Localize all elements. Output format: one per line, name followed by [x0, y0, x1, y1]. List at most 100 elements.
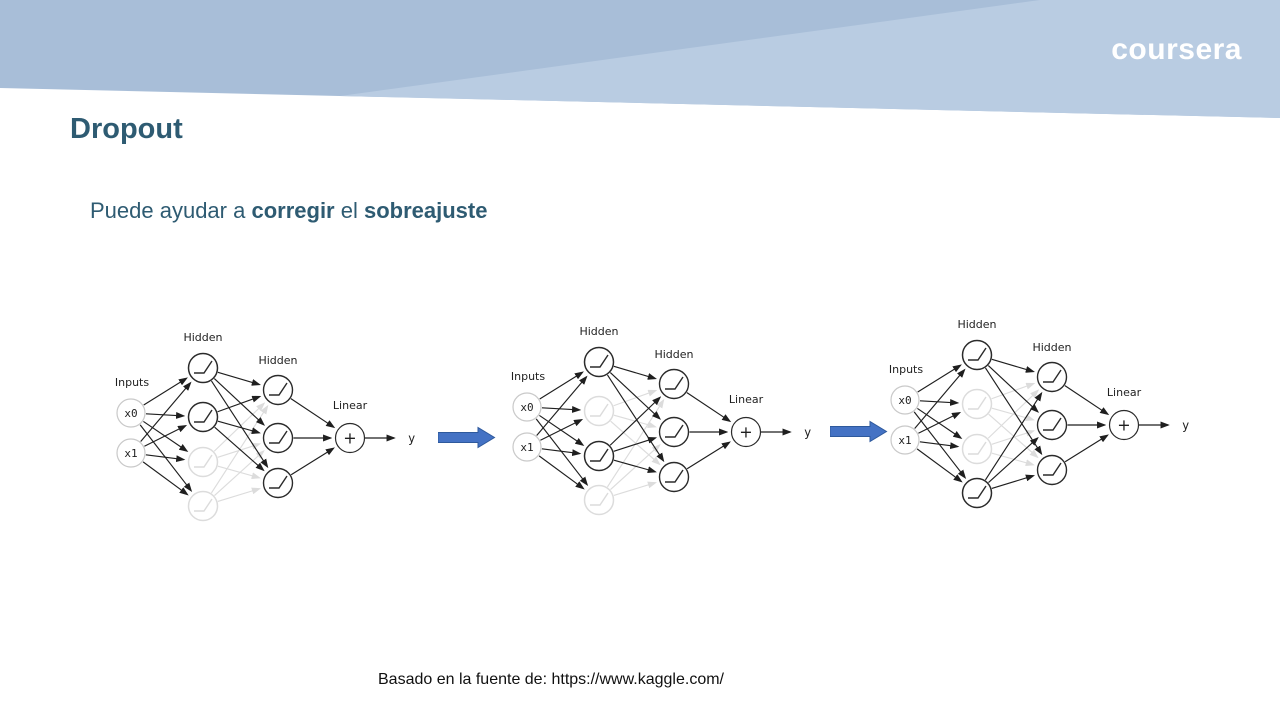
- input-node-label: x0: [898, 394, 911, 407]
- relu-icon: [1043, 417, 1062, 431]
- step-arrow-2-icon: [830, 420, 888, 443]
- connection-edge: [606, 398, 665, 488]
- y-label: y: [408, 432, 415, 446]
- hidden-layer2-label: Hidden: [1032, 341, 1071, 354]
- connection-edge: [290, 447, 335, 476]
- plus-icon: +: [343, 429, 356, 448]
- hidden-layer1-label: Hidden: [957, 318, 996, 331]
- header-band-highlight: [340, 0, 1280, 118]
- relu-icon: [194, 409, 213, 423]
- relu-icon: [968, 347, 987, 361]
- subtitle-part2: el: [334, 198, 364, 223]
- input-node: [890, 385, 920, 415]
- connection-edge: [991, 452, 1035, 467]
- relu-icon: [590, 448, 609, 462]
- connection-edge: [613, 389, 658, 407]
- hidden-node-dropped: [961, 433, 993, 465]
- subtitle: Puede ayudar a corregir el sobreajuste: [90, 198, 487, 224]
- hidden-node-dropped: [583, 395, 615, 427]
- connection-edge: [539, 371, 584, 400]
- connection-edge: [686, 441, 731, 470]
- linear-layer-label: Linear: [333, 399, 368, 412]
- input-node: [116, 438, 146, 468]
- connection-edge: [214, 426, 265, 472]
- connection-edge: [145, 454, 186, 463]
- input-node-label: x0: [124, 407, 137, 420]
- hidden-node: [583, 346, 615, 378]
- connection-edge: [991, 474, 1036, 490]
- hidden-layer2-label: Hidden: [654, 348, 693, 361]
- linear-layer-label: Linear: [1107, 386, 1142, 399]
- connection-edge: [217, 465, 261, 480]
- hidden-node: [1036, 454, 1068, 486]
- connection-edge: [988, 436, 1039, 484]
- connection-edge: [142, 461, 189, 496]
- relu-icon: [269, 382, 288, 396]
- input-node: [890, 425, 920, 455]
- connection-edge: [1064, 385, 1110, 416]
- connection-edge: [919, 399, 960, 406]
- subtitle-bold-sobreajuste: sobreajuste: [363, 198, 488, 223]
- connection-edge: [613, 481, 658, 497]
- relu-icon: [590, 403, 609, 417]
- relu-icon: [269, 430, 288, 444]
- step-arrow-1-icon: [438, 426, 496, 449]
- relu-icon: [590, 354, 609, 368]
- connection-edge: [541, 448, 582, 457]
- hidden-layer1-label: Hidden: [579, 325, 618, 338]
- connection-edge: [210, 380, 269, 469]
- connection-edge: [918, 411, 962, 434]
- hidden-node: [187, 401, 219, 433]
- connection-edge: [914, 368, 966, 429]
- connection-edge: [536, 375, 588, 436]
- relu-icon: [968, 485, 987, 499]
- connection-edge: [214, 449, 265, 497]
- input-node-label: x1: [124, 447, 137, 460]
- connection-edge: [984, 367, 1043, 456]
- output-node: [730, 416, 762, 448]
- connection-edge: [613, 459, 657, 474]
- connection-edge: [919, 441, 960, 450]
- hidden-node-dropped: [187, 490, 219, 522]
- page-title: Dropout: [70, 113, 183, 145]
- input-node: [512, 392, 542, 422]
- connection-edge: [613, 365, 657, 380]
- hidden-node: [262, 374, 294, 406]
- connection-edge: [991, 358, 1035, 373]
- header-band: [0, 0, 1280, 118]
- hidden-node: [658, 461, 690, 493]
- connection-edge: [917, 364, 962, 393]
- connection-edge: [988, 413, 1039, 459]
- connection-edge: [686, 392, 732, 423]
- input-node-label: x1: [898, 434, 911, 447]
- connection-edge: [916, 448, 963, 483]
- connection-edge: [144, 424, 188, 447]
- connection-edge: [987, 389, 1040, 439]
- plus-icon: +: [739, 423, 752, 442]
- linear-layer-label: Linear: [729, 393, 764, 406]
- connection-edge: [984, 391, 1043, 481]
- hidden-node: [1036, 409, 1068, 441]
- connection-edge: [606, 374, 665, 463]
- connection-edge: [140, 381, 192, 442]
- connection-edge: [290, 398, 336, 429]
- hidden-node: [187, 352, 219, 384]
- y-label: y: [804, 426, 811, 440]
- footer-source: Basado en la fuente de: https://www.kagg…: [378, 671, 724, 688]
- input-node-label: x0: [520, 401, 533, 414]
- inputs-layer-label: Inputs: [115, 376, 149, 389]
- output-node: [1108, 409, 1140, 441]
- relu-icon: [194, 454, 213, 468]
- hidden-node: [961, 339, 993, 371]
- hidden-node: [262, 467, 294, 499]
- connection-edge: [217, 420, 261, 435]
- inputs-layer-label: Inputs: [511, 370, 545, 383]
- connection-edge: [987, 365, 1040, 413]
- hidden-node: [658, 368, 690, 400]
- connection-edge: [217, 371, 261, 386]
- coursera-logo: coursera: [1111, 33, 1242, 66]
- input-node: [116, 398, 146, 428]
- connection-edge: [217, 395, 262, 413]
